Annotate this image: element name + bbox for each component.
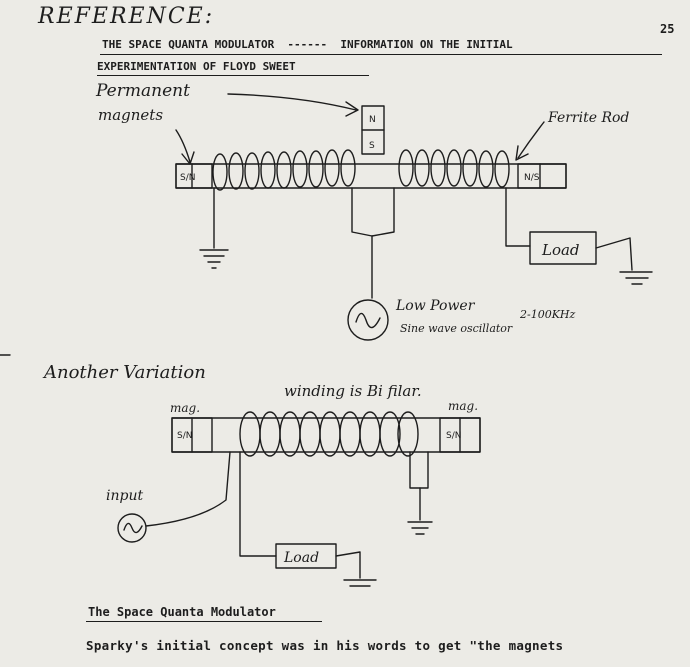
arrow-to-left-magnet <box>175 129 195 165</box>
winding-note: winding is Bi filar. <box>284 382 422 400</box>
header-line-1: THE SPACE QUANTA MODULATOR ------ INFORM… <box>102 38 513 51</box>
top-magnet-n: N <box>369 115 376 125</box>
diagram2-title: Another Variation <box>42 362 206 383</box>
arrow-to-ferrite <box>515 121 545 161</box>
oscillator-1 <box>347 299 389 341</box>
reference-label: REFERENCE: <box>38 4 215 29</box>
header-underline-1 <box>100 54 662 55</box>
input-label: input <box>106 488 143 504</box>
ferrite-rod-2 <box>171 417 481 453</box>
header-underline-2 <box>97 75 369 76</box>
left-magnet-label-2: S/N <box>177 431 192 441</box>
right-magnet-label-1: N/S <box>524 173 540 183</box>
arrow-to-top-magnet <box>227 93 359 117</box>
top-magnet-s: S <box>369 141 375 151</box>
header-line-2: EXPERIMENTATION OF FLOYD SWEET <box>97 60 296 73</box>
mag-left-label: mag. <box>170 401 200 415</box>
ferrite-rod-1 <box>175 163 567 189</box>
label-magnets: magnets <box>98 106 163 124</box>
left-magnet-1 <box>175 163 213 189</box>
oscillator-label-2: Sine wave oscillator <box>400 322 513 335</box>
frequency-label: 2-100KHz <box>519 308 576 321</box>
diagram-2 <box>117 411 481 587</box>
body-text-line-1: Sparky's initial concept was in his word… <box>86 638 564 653</box>
diagram-1 <box>175 93 653 341</box>
section-title: The Space Quanta Modulator <box>88 605 276 619</box>
load-label-1: Load <box>541 241 580 259</box>
section-title-underline <box>86 621 322 622</box>
right-magnet-label-2: S/N <box>446 431 461 441</box>
center-post <box>351 187 395 237</box>
coil-right-1 <box>398 149 510 188</box>
load-label-2: Load <box>283 550 319 566</box>
bifilar-coil <box>239 411 419 457</box>
label-permanent: Permanent <box>95 81 190 101</box>
coil-left-1 <box>212 149 356 191</box>
ground-2 <box>407 487 433 535</box>
ground-left-1 <box>199 187 229 269</box>
mag-right-label: mag. <box>448 399 478 413</box>
right-magnet-1 <box>517 163 567 189</box>
label-ferrite-rod: Ferrite Rod <box>547 110 629 126</box>
oscillator-label-1: Low Power <box>395 298 476 314</box>
left-magnet-label-1: S/N <box>180 173 195 183</box>
input-oscillator <box>117 513 147 543</box>
page-number: 25 <box>660 22 675 36</box>
